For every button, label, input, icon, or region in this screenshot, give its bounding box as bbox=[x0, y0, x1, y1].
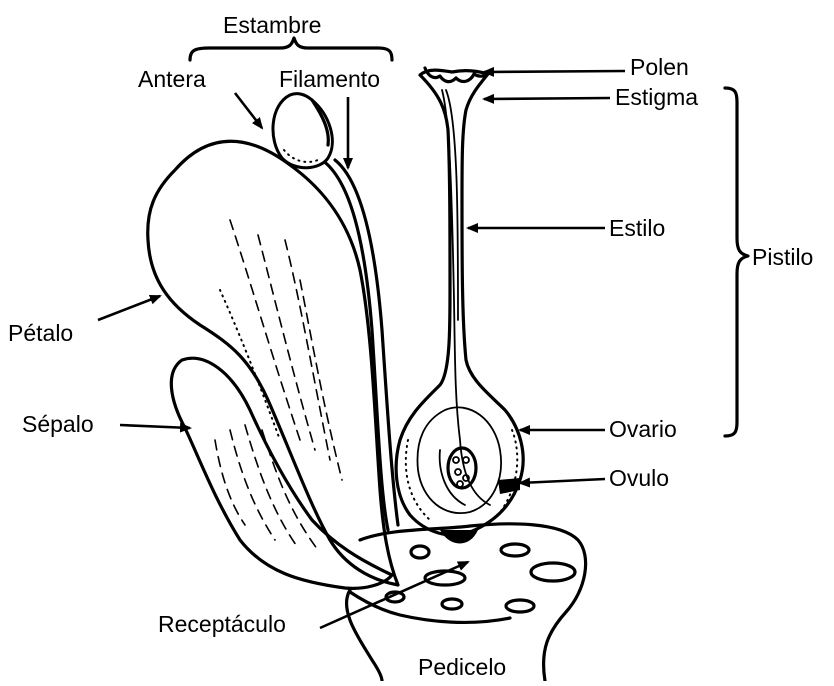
label-pedicelo: Pedicelo bbox=[418, 656, 506, 679]
label-ovario: Ovario bbox=[609, 418, 677, 441]
label-sepalo: Sépalo bbox=[22, 413, 94, 436]
label-ovulo: Ovulo bbox=[609, 467, 669, 490]
estambre-bracket bbox=[190, 38, 392, 60]
sepal-shape bbox=[171, 358, 392, 588]
pistil-shape bbox=[396, 68, 523, 544]
label-pistilo: Pistilo bbox=[752, 246, 813, 269]
label-polen: Polen bbox=[630, 56, 689, 79]
label-estambre: Estambre bbox=[223, 14, 321, 37]
stamen-shape bbox=[273, 94, 398, 530]
label-antera: Antera bbox=[138, 68, 206, 91]
label-receptaculo: Receptáculo bbox=[158, 613, 286, 636]
pointer-arrows bbox=[98, 71, 625, 628]
label-filamento: Filamento bbox=[279, 68, 380, 91]
label-petalo: Pétalo bbox=[8, 322, 73, 345]
label-estigma: Estigma bbox=[615, 86, 698, 109]
label-estilo: Estilo bbox=[609, 217, 665, 240]
pistilo-bracket bbox=[725, 88, 748, 436]
